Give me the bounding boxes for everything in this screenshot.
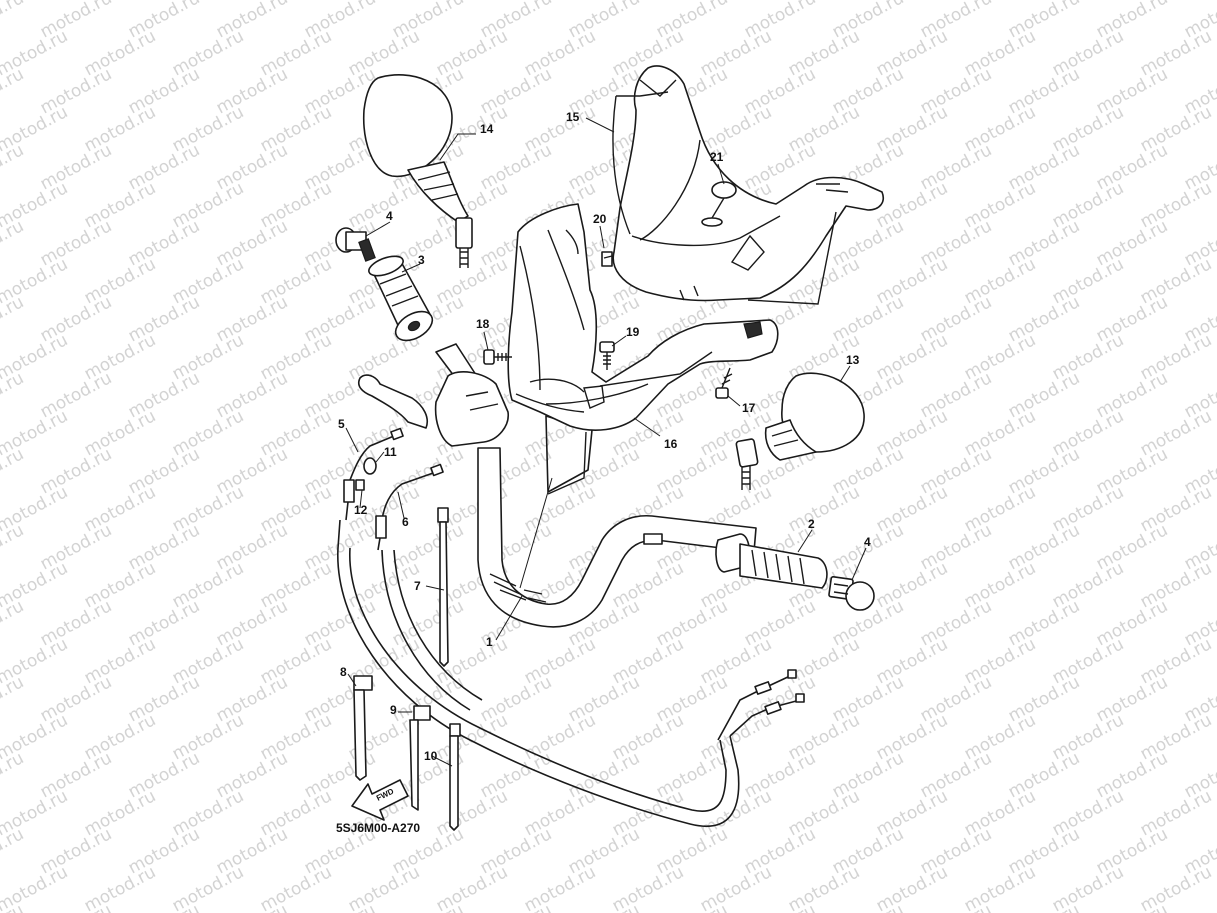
callout-4-right: 4 — [864, 535, 871, 549]
mirror-right — [735, 372, 865, 490]
watermark-text: motod.ru — [609, 862, 687, 913]
watermark-text: motod.ru — [917, 900, 995, 913]
callout-17: 17 — [742, 401, 756, 415]
watermark-text: motod.ru — [37, 900, 115, 913]
watermark-text: motod.ru — [961, 862, 1039, 913]
callout-19: 19 — [626, 325, 640, 339]
callout-14: 14 — [480, 122, 494, 136]
watermark-text: motod.ru — [741, 900, 819, 913]
watermark-text: motod.ru — [257, 862, 335, 913]
callout-2: 2 — [808, 517, 815, 531]
fwd-arrow-icon: FWD — [351, 779, 409, 821]
callout-6: 6 — [402, 515, 409, 529]
callout-3: 3 — [418, 253, 425, 267]
callout-20: 20 — [593, 212, 607, 226]
callout-16: 16 — [664, 437, 678, 451]
watermark-text: motod.ru — [0, 596, 27, 650]
watermark-text: motod.ru — [0, 292, 27, 346]
callout-4-upper: 4 — [386, 209, 393, 223]
handle-cover-rear — [507, 203, 837, 495]
screw-19 — [599, 341, 615, 370]
callout-18: 18 — [476, 317, 490, 331]
watermark-text: motod.ru — [433, 862, 511, 913]
bar-end-weight-right — [828, 576, 875, 611]
watermark-text: motod.ru — [0, 0, 27, 42]
callout-11: 11 — [384, 445, 397, 459]
diagram-code: 5SJ6M00-A270 — [336, 821, 420, 835]
leader-lines — [345, 117, 867, 767]
callout-10: 10 — [424, 749, 438, 763]
watermark-text: motod.ru — [565, 900, 643, 913]
watermark-text: motod.ru — [81, 862, 159, 913]
left-grip — [715, 533, 828, 589]
watermark-text: motod.ru — [301, 900, 379, 913]
watermark-text: motod.ru — [1093, 900, 1171, 913]
watermark-text: motod.ru — [0, 748, 27, 802]
callout-21: 21 — [710, 150, 724, 164]
bar-end-weight-upper — [335, 227, 376, 262]
watermark-text: motod.ru — [1181, 900, 1217, 913]
cable-tie-9 — [409, 705, 431, 811]
watermark-text: motod.ru — [0, 520, 27, 574]
watermark-text: motod.ru — [785, 862, 863, 913]
screw-17 — [715, 367, 733, 399]
watermark-text: motod.ru — [389, 900, 467, 913]
watermark-text: motod.ru — [1005, 900, 1083, 913]
callout-7: 7 — [414, 579, 421, 593]
watermark-text: motod.ru — [697, 862, 775, 913]
watermark-text: motod.ru — [521, 862, 599, 913]
brake-lever-and-switch — [357, 343, 509, 447]
watermark-text: motod.ru — [873, 862, 951, 913]
watermark-text: motod.ru — [0, 444, 27, 498]
watermark-text: motod.ru — [0, 216, 27, 270]
watermark-text: motod.ru — [0, 368, 27, 422]
watermark-text: motod.ru — [0, 824, 27, 878]
cable-tie-10 — [449, 723, 461, 831]
mirror-left — [362, 74, 473, 268]
watermark-text: motod.ru — [125, 900, 203, 913]
screw-18 — [483, 349, 512, 365]
callout-15: 15 — [566, 110, 580, 124]
callout-9: 9 — [390, 703, 397, 717]
watermark-text: motod.ru — [0, 64, 27, 118]
watermark-text: motod.ru — [213, 900, 291, 913]
callout-5: 5 — [338, 417, 345, 431]
watermark-text: motod.ru — [1049, 862, 1127, 913]
watermark-text: motod.ru — [0, 140, 27, 194]
handle-cover-front — [612, 65, 884, 302]
watermark-text: motod.ru — [0, 672, 27, 726]
watermark-text: motod.ru — [169, 862, 247, 913]
throttle-grip — [368, 255, 434, 342]
cable-tie-7 — [437, 507, 449, 667]
watermark-text: motod.ru — [1137, 862, 1215, 913]
watermark-text: motod.ru — [345, 862, 423, 913]
handlebar — [477, 415, 757, 628]
callout-12: 12 — [354, 503, 368, 517]
callout-8: 8 — [340, 665, 347, 679]
watermark-text: motod.ru — [653, 900, 731, 913]
watermark-text: motod.ru — [829, 900, 907, 913]
nut-20 — [601, 251, 613, 267]
throttle-cables — [337, 427, 805, 827]
callouts: 14 15 21 20 4 3 18 19 13 17 16 5 11 12 6… — [338, 110, 871, 763]
callout-13: 13 — [846, 353, 860, 367]
watermark-text: motod.ru — [477, 900, 555, 913]
callout-1: 1 — [486, 635, 493, 649]
cable-tie-8 — [353, 675, 373, 781]
